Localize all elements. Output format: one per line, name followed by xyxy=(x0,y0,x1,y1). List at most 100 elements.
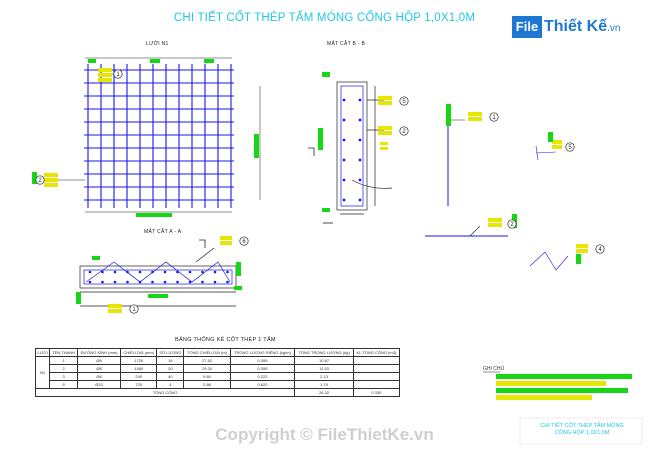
marker-circle xyxy=(565,142,575,152)
table-row: 2 Ø8 1460 20 29.20 0.395 11.53 xyxy=(36,364,401,373)
marker-label: 2 xyxy=(510,222,514,228)
rebar-table: LƯỚI TÊN THANH ĐƯỜNG KÍNH (mm) CHIỀU DÀI… xyxy=(34,348,401,397)
section-a-dots xyxy=(88,270,229,284)
table-row: 5 Ø10 720 4 2.88 0.620 1.79 xyxy=(36,380,401,389)
table-header-cell: KL TỔNG CỘNG (m3) xyxy=(352,348,401,357)
table-cell: 1.79 xyxy=(294,380,354,389)
table-cell: 5 xyxy=(49,380,79,389)
table-cell: 4 xyxy=(156,380,185,389)
table-header-cell: SỐ LƯỢNG xyxy=(156,348,185,357)
rebar-dot xyxy=(101,280,104,284)
section-b-outline xyxy=(336,81,393,215)
table-cell: 0.222 xyxy=(229,372,296,381)
rebar-dot xyxy=(138,280,142,284)
copyright-watermark: Copyright © FileThietKe.vn xyxy=(215,425,434,444)
rebar-dot xyxy=(101,270,104,274)
table-cell xyxy=(352,364,401,373)
table-row: 3 Ø6 240 40 9.60 0.222 2.13 xyxy=(36,372,401,381)
section-b-tags xyxy=(318,72,330,212)
notes-title: GHI CHÚ xyxy=(483,366,505,372)
table-cell: 2 xyxy=(49,364,79,373)
table-cell: 27.52 xyxy=(183,356,231,365)
table-cell: 3 xyxy=(49,372,79,381)
marker-label: 4 xyxy=(598,247,602,253)
cut-markers xyxy=(199,147,333,248)
marker-circle xyxy=(129,304,139,314)
rebar-dot xyxy=(226,270,229,274)
marker-label: 2 xyxy=(402,129,406,135)
rebar-dot xyxy=(126,270,129,274)
plan-view-caption: LƯỚI N1 xyxy=(146,41,169,47)
sheet-name: CHI TIẾT CỐT THÉP TẤM MÓNG CỐNG HỘP 1,0X… xyxy=(528,423,636,437)
rebar-dot xyxy=(113,280,117,284)
table-header-row: LƯỚI TÊN THANH ĐƯỜNG KÍNH (mm) CHIỀU DÀI… xyxy=(34,348,401,357)
marker-label: 1 xyxy=(492,115,496,121)
marker-label: 5 xyxy=(568,145,572,151)
logo-suffix: .vn xyxy=(607,23,621,34)
table-cell: 10.87 xyxy=(294,356,354,365)
table-header-cell: TÊN THANH xyxy=(49,348,79,357)
site-logo[interactable]: File Thiết Kế.vn xyxy=(512,14,622,40)
marker-circle xyxy=(507,219,517,229)
logo-word: Thiết Kế xyxy=(544,18,608,35)
table-cell xyxy=(352,380,401,389)
section-b-caption: MẶT CẮT B - B xyxy=(327,41,366,47)
rebar-dot xyxy=(138,270,142,274)
bar-details xyxy=(425,104,569,271)
table-header-cell: CHIỀU DÀI (mm) xyxy=(120,348,158,357)
rebar-dot xyxy=(88,270,92,274)
rebar-dot xyxy=(213,280,217,284)
marker-circle xyxy=(595,244,605,254)
rebar-dot xyxy=(176,270,179,274)
table-header-cell: LƯỚI xyxy=(34,348,51,357)
table-header-cell: ĐƯỜNG KÍNH (mm) xyxy=(77,348,122,357)
logo-mark: File xyxy=(512,16,542,38)
marker-label: 6 xyxy=(242,239,246,245)
table-cell xyxy=(352,372,401,381)
rebar-dot xyxy=(151,270,154,274)
table-total-weight: 26.32 xyxy=(294,388,354,397)
table-row: N1 1 Ø8 1720 16 27.52 0.395 10.87 xyxy=(34,356,401,389)
table-total-label: TỔNG CỘNG xyxy=(34,388,296,397)
rebar-dot xyxy=(188,270,192,274)
rebar-dot xyxy=(213,270,217,274)
table-cell: 20 xyxy=(156,364,185,373)
plan-rebar-grid xyxy=(84,64,234,208)
table-title: BẢNG THỐNG KÊ CỐT THÉP 1 TẤM xyxy=(175,337,276,343)
marker-circle xyxy=(35,175,45,185)
table-cell: 720 xyxy=(120,380,158,389)
table-cell: Ø8 xyxy=(77,356,122,365)
rebar-dot xyxy=(163,270,167,274)
table-cell: Ø8 xyxy=(77,364,122,373)
rebar-dot xyxy=(188,280,192,284)
table-header-cell: TRỌNG LƯỢNG RIÊNG (kg/m) xyxy=(229,348,296,357)
drawing-title: CHI TIẾT CỐT THÉP TẤM MÓNG CỐNG HỘP 1,0X… xyxy=(173,12,476,24)
rebar-dot xyxy=(126,280,129,284)
table-total-row: TỔNG CỘNG 26.32 0.330 xyxy=(34,388,401,397)
table-cell: 11.53 xyxy=(294,364,354,373)
sheet-frame xyxy=(519,417,643,445)
marker-label: 1 xyxy=(132,307,136,313)
marker-label: 2 xyxy=(38,178,42,184)
table-group-cell: N1 xyxy=(34,356,51,389)
table-cell: 2.13 xyxy=(294,372,354,381)
table-header-cell: TỔNG CHIỀU DÀI (m) xyxy=(183,348,231,357)
plan-yellow-tags xyxy=(44,68,112,187)
rebar-dot xyxy=(88,280,92,284)
rebar-dot xyxy=(201,270,204,274)
table-cell: 1720 xyxy=(120,356,158,365)
table-cell: 16 xyxy=(156,356,185,365)
section-b-dots xyxy=(342,98,362,202)
table-cell xyxy=(352,356,401,365)
rebar-dot xyxy=(163,280,167,284)
table-cell: Ø10 xyxy=(77,380,122,389)
rebar-dot xyxy=(151,280,154,284)
sheet-name-line: CHI TIẾT CỐT THÉP TẤM MÓNG xyxy=(540,423,624,429)
rebar-dot xyxy=(201,280,204,284)
table-cell: 2.88 xyxy=(183,380,231,389)
marker-label: 1 xyxy=(116,72,120,78)
marker-circle xyxy=(399,96,409,106)
logo-text: Thiết Kế.vn xyxy=(544,17,620,39)
